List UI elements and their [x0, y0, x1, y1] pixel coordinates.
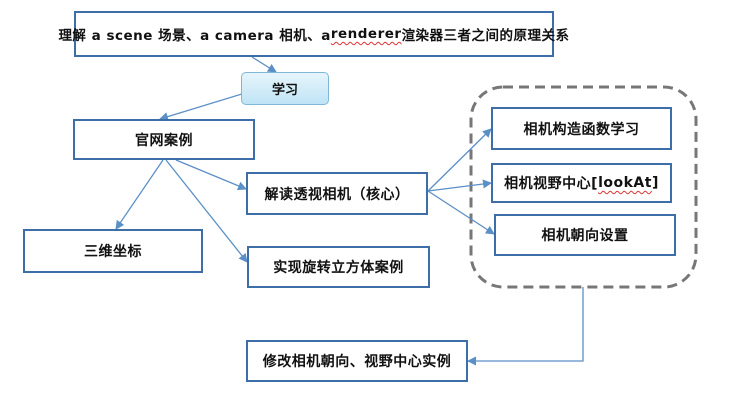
node-coords-label: 三维坐标 — [84, 244, 142, 260]
node-study: 学习 — [241, 72, 329, 105]
node-rotating-cube: 实现旋转立方体案例 — [247, 246, 430, 288]
node-lookat-pre: 相机视野中心[ — [504, 176, 599, 192]
node-camera-lookat: 相机视野中心[lookAt] — [491, 163, 672, 203]
node-rotate-label: 实现旋转立方体案例 — [273, 260, 404, 276]
node-camera-constructor: 相机构造函数学习 — [491, 107, 672, 150]
node-top-text-post: 渲染器三者之间的原理关系 — [401, 28, 570, 44]
arrow-perspective-to-lookat — [427, 179, 492, 192]
node-camera-orientation: 相机朝向设置 — [494, 214, 676, 256]
arrow-top-to-study — [251, 56, 277, 73]
node-lookat-post: ] — [651, 175, 659, 191]
arrow-official-to-coords — [115, 159, 164, 230]
arrow-perspective-to-orient — [427, 190, 495, 235]
node-lookat-flag: lookAt — [598, 175, 652, 191]
node-perspective-camera: 解读透视相机（核心） — [246, 172, 428, 215]
node-official-label: 官网案例 — [135, 132, 193, 149]
dashed-group-outline — [469, 85, 698, 289]
arrow-official-to-rotate — [165, 159, 248, 263]
arrow-perspective-to-ctor — [427, 128, 492, 192]
arrow-study-to-official — [159, 89, 256, 121]
node-top-text-flag: renderer — [330, 26, 402, 42]
node-study-label: 学习 — [271, 83, 298, 98]
node-top-text-pre: 理解 a scene 场景、a camera 相机、a — [58, 28, 331, 44]
node-modify-label: 修改相机朝向、视野中心实例 — [262, 354, 452, 370]
node-orient-label: 相机朝向设置 — [541, 228, 629, 244]
node-official-examples: 官网案例 — [73, 119, 255, 160]
arrow-group-to-modify — [467, 287, 584, 366]
node-top-scene-camera-renderer: 理解 a scene 场景、a camera 相机、a renderer 渲染器… — [58, 11, 569, 57]
node-3d-coordinates: 三维坐标 — [23, 229, 203, 273]
node-perspective-label: 解读透视相机（核心） — [264, 186, 410, 203]
arrow-official-to-perspective — [175, 159, 247, 191]
node-ctor-label: 相机构造函数学习 — [523, 121, 640, 138]
node-modify-camera-example: 修改相机朝向、视野中心实例 — [246, 340, 468, 382]
